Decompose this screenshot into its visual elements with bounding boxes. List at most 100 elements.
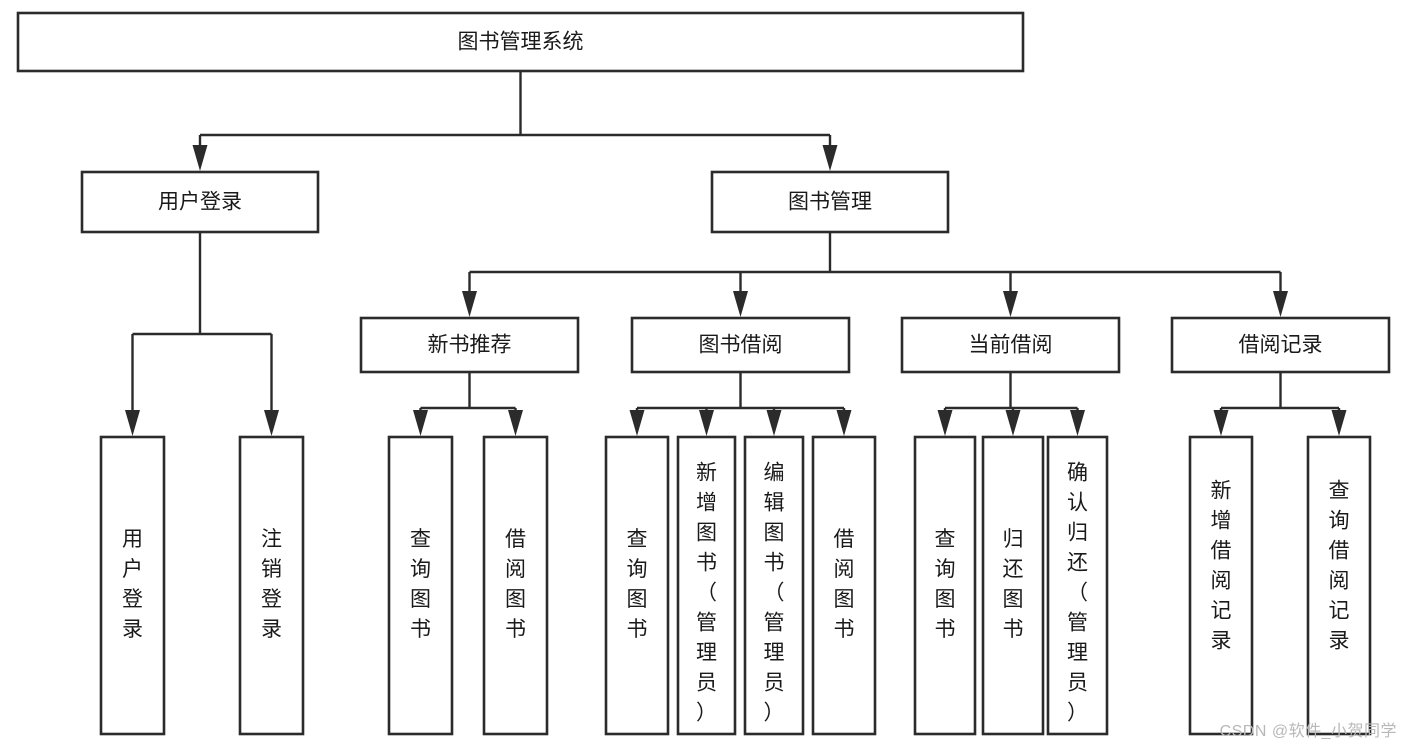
node-label-char: 图 <box>627 588 648 611</box>
node-label-char: 认 <box>1067 492 1088 515</box>
node-label: 图书管理系统 <box>458 31 584 54</box>
arrow-head-icon <box>413 410 428 436</box>
node-label-char: 询 <box>410 558 431 581</box>
arrow-head-icon <box>629 410 645 436</box>
node-box[interactable] <box>482 435 549 736</box>
node-label-char: 图 <box>505 588 526 611</box>
node-n-new-book-rec[interactable]: 新书推荐 <box>359 316 580 374</box>
node-box[interactable] <box>1188 435 1254 736</box>
node-n-current-borrow[interactable]: 当前借阅 <box>900 316 1121 374</box>
node-label-char: 图 <box>764 522 785 545</box>
node-label-char: 书 <box>505 618 526 641</box>
node-l-user-login[interactable]: 用户登录 <box>99 435 166 736</box>
arrow-head-icon <box>699 410 714 436</box>
node-box[interactable] <box>16 11 1025 73</box>
arrow-head-icon <box>125 410 140 436</box>
node-label-char: 录 <box>261 618 282 641</box>
node-box[interactable] <box>630 316 851 374</box>
node-n-book-borrow[interactable]: 图书借阅 <box>630 316 851 374</box>
node-label-char: 管 <box>696 612 717 635</box>
node-label: 用户登录 <box>158 191 242 214</box>
node-box[interactable] <box>913 435 977 736</box>
node-label-char: ） <box>1067 702 1088 725</box>
node-box[interactable] <box>604 435 670 736</box>
node-box[interactable] <box>1170 316 1391 374</box>
node-label-char: 员 <box>696 672 717 695</box>
node-label-char: 书 <box>1003 618 1024 641</box>
node-label-char: 阅 <box>505 558 526 581</box>
node-label-char: 录 <box>122 618 143 641</box>
node-label-char: 确 <box>1067 462 1088 485</box>
node-label-char: 辑 <box>764 492 785 515</box>
node-label-char: 图 <box>935 588 956 611</box>
node-label-char: 借 <box>505 528 526 551</box>
node-label-char: 图 <box>834 588 855 611</box>
node-label-char: 新 <box>696 462 717 485</box>
node-box[interactable] <box>900 316 1121 374</box>
node-label-char: 询 <box>627 558 648 581</box>
node-n-user-login[interactable]: 用户登录 <box>80 170 320 234</box>
node-label-char: 增 <box>696 492 717 515</box>
node-label-char: 书 <box>410 618 431 641</box>
node-label-char: 户 <box>122 558 143 581</box>
node-label: 新书推荐 <box>428 334 512 357</box>
node-label-char: 书 <box>834 618 855 641</box>
arrow-head-icon <box>733 291 748 317</box>
node-box[interactable] <box>238 435 305 736</box>
node-box[interactable] <box>811 435 877 736</box>
node-label-char: 书 <box>764 552 785 575</box>
node-box[interactable] <box>1046 435 1109 736</box>
node-label-char: 增 <box>1211 510 1232 533</box>
arrow-head-icon <box>1005 410 1021 436</box>
node-label-char: （ <box>1067 582 1088 605</box>
node-label-char: 归 <box>1003 528 1024 551</box>
connector-group <box>125 232 279 436</box>
node-label-char: 注 <box>261 528 282 551</box>
node-box[interactable] <box>1306 435 1372 736</box>
connector-group <box>192 71 838 171</box>
node-label-char: 理 <box>1067 642 1088 665</box>
connector-group <box>413 372 523 436</box>
node-box[interactable] <box>359 316 580 374</box>
node-box[interactable] <box>80 170 320 234</box>
node-label-char: 销 <box>261 558 282 581</box>
node-box[interactable] <box>676 435 737 736</box>
arrow-head-icon <box>462 291 477 317</box>
node-label-char: 录 <box>1211 630 1232 653</box>
node-label-char: 用 <box>122 528 143 551</box>
node-label-char: 阅 <box>1329 570 1350 593</box>
node-n-book-manage[interactable]: 图书管理 <box>710 170 950 234</box>
arrow-head-icon <box>822 145 838 171</box>
node-box[interactable] <box>387 435 454 736</box>
node-label-char: 员 <box>1067 672 1088 695</box>
node-label-char: 登 <box>261 588 282 611</box>
node-box[interactable] <box>710 170 950 234</box>
node-label-char: 理 <box>696 642 717 665</box>
node-box[interactable] <box>99 435 166 736</box>
node-n-borrow-record[interactable]: 借阅记录 <box>1170 316 1391 374</box>
node-label-char: （ <box>764 582 785 605</box>
node-box[interactable] <box>743 435 805 736</box>
node-box[interactable] <box>981 435 1045 736</box>
node-label-char: 阅 <box>834 558 855 581</box>
node-label-char: 查 <box>627 528 648 551</box>
node-label-char: 阅 <box>1211 570 1232 593</box>
node-label-char: 录 <box>1329 630 1350 653</box>
connector-group <box>937 372 1085 436</box>
node-root[interactable]: 图书管理系统 <box>16 11 1025 73</box>
arrow-head-icon <box>1273 291 1288 317</box>
arrow-head-icon <box>937 410 953 436</box>
